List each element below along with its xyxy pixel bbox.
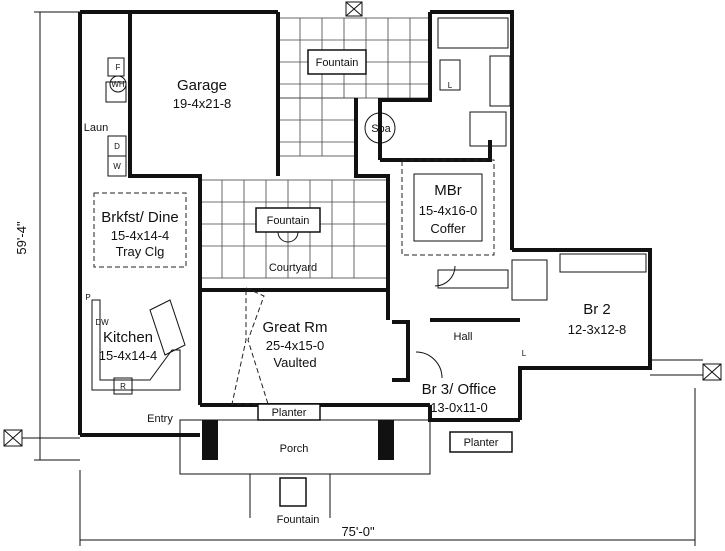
br3-size: 13-0x11-0: [430, 400, 488, 415]
planter-right-label: Planter: [464, 437, 499, 449]
fountain-top-label: Fountain: [316, 57, 359, 69]
great-size: 25-4x15-0: [266, 338, 325, 353]
br2-label: Br 2: [583, 301, 611, 318]
spa-label: Spa: [371, 123, 391, 135]
garage-label: Garage: [177, 77, 227, 94]
fountain-front-label: Fountain: [277, 514, 320, 526]
courtyard-label: Courtyard: [269, 262, 317, 274]
br2-size: 12-3x12-8: [568, 322, 627, 337]
kitchen-label: Kitchen: [103, 329, 153, 346]
planter-front-label: Planter: [272, 407, 307, 419]
corner-post-icons: [3, 1, 722, 447]
garage-size: 19-4x21-8: [173, 96, 232, 111]
kitchen-size: 15-4x14-4: [99, 348, 158, 363]
fountain-court-label: Fountain: [267, 215, 310, 227]
washer-label: W: [113, 162, 121, 171]
freezer-label: F: [116, 63, 121, 72]
dw-label: DW: [95, 318, 109, 327]
entry-label: Entry: [147, 413, 173, 425]
linen-hall-label: L: [522, 349, 527, 358]
dryer-label: D: [114, 142, 120, 151]
water-heater-label: WH: [111, 80, 125, 89]
brkfst-note: Tray Clg: [116, 244, 165, 259]
great-label: Great Rm: [262, 319, 327, 336]
pantry-label: P: [85, 293, 90, 302]
dimension-lines: [34, 11, 696, 546]
brkfst-label: Brkfst/ Dine: [101, 209, 179, 226]
interior-details: [91, 17, 647, 518]
linen-mbr-label: L: [448, 81, 453, 90]
width-dimension: 75'-0": [341, 524, 375, 539]
laun-label: Laun: [84, 122, 108, 134]
mbr-label: MBr: [434, 182, 462, 199]
range-label: R: [120, 382, 126, 391]
hall-label: Hall: [454, 331, 473, 343]
brkfst-size: 15-4x14-4: [111, 228, 170, 243]
mbr-size: 15-4x16-0: [419, 203, 478, 218]
fixture-labels: F WH D W P DW R L L: [85, 63, 526, 391]
mbr-note: Coffer: [430, 221, 466, 236]
dimension-labels: 59'-4" 75'-0": [14, 221, 375, 539]
porch-label: Porch: [280, 443, 309, 455]
depth-dimension: 59'-4": [14, 221, 29, 255]
room-labels: Garage 19-4x21-8 Fountain Spa Laun MBr 1…: [84, 57, 627, 526]
br3-label: Br 3/ Office: [422, 381, 497, 398]
great-note: Vaulted: [273, 355, 316, 370]
